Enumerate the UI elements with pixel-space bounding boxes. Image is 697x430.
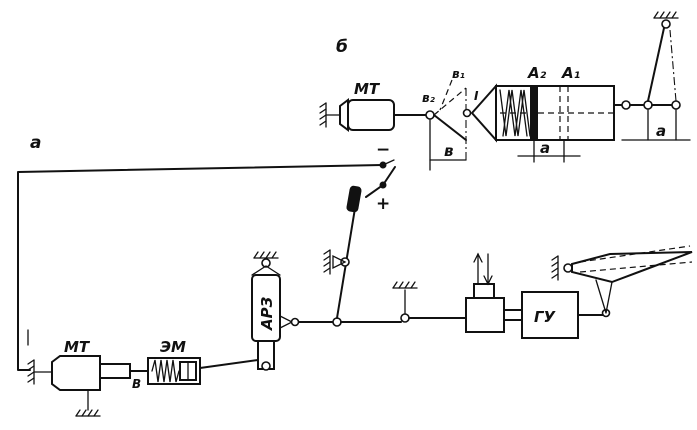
b2-label: в₂ [422, 91, 436, 105]
a1-label: А₁ [561, 64, 580, 82]
em-spring [151, 359, 180, 383]
a2-label: А₂ [527, 64, 547, 82]
mt-top-label: МТ [354, 80, 381, 98]
rod-pivot [400, 313, 410, 323]
lever-weight [346, 185, 362, 213]
mt-ground-support [75, 409, 101, 417]
mt-top-body [347, 99, 395, 131]
surface-hinge [563, 263, 573, 273]
contact-link [365, 184, 384, 198]
contact-minus-stub [382, 159, 395, 166]
actuator-coils [499, 89, 531, 137]
mt-bottom-label: МТ [64, 338, 91, 356]
dim-a-right-label: а [656, 122, 666, 140]
bottom-mechanism: МТ В ЭМ АРЗ [27, 185, 693, 417]
mt-bottom-neck [99, 363, 131, 379]
b-point-label: В [132, 377, 141, 391]
contact-blade [382, 166, 396, 186]
gu-box [521, 291, 579, 339]
right-lever-top-support [653, 11, 679, 19]
arz-bottom-pivot [261, 361, 271, 371]
surface-hinge-support [551, 255, 559, 281]
em-arz-rod [199, 359, 259, 369]
mt-wall-support [27, 359, 35, 385]
panel-b-mechanism: МТ в₂ в₁ I в А₂ А₁ а [319, 11, 691, 171]
right-lever-arm [647, 27, 665, 102]
mt-top-wall-support [319, 102, 327, 128]
valve-box [465, 297, 505, 333]
right-lever-pivot [643, 100, 653, 110]
arz-label: АРЗ [258, 296, 276, 331]
mt-bottom-body [51, 355, 101, 391]
lever-wall-support [323, 249, 331, 275]
lever-bottom-pivot [332, 317, 342, 327]
roman-one-label: I [474, 89, 479, 103]
b1-label: в₁ [452, 67, 465, 81]
minus-label: − [376, 140, 390, 160]
electric-circuit: − + [17, 140, 396, 371]
panel-a-label: а [30, 133, 41, 153]
b2-pivot [425, 110, 435, 120]
dim-b-label: в [444, 142, 454, 160]
panel-b-label: б [336, 37, 348, 57]
gu-label: ГУ [534, 308, 557, 326]
rod-top-support [392, 281, 418, 289]
plus-label: + [376, 194, 390, 214]
piston-a2 [530, 86, 538, 140]
arz-top-support [253, 251, 279, 259]
signal-wire [17, 164, 384, 371]
control-horn [595, 279, 613, 314]
dim-a-label: а [540, 139, 550, 157]
em-label: ЭМ [160, 338, 186, 356]
